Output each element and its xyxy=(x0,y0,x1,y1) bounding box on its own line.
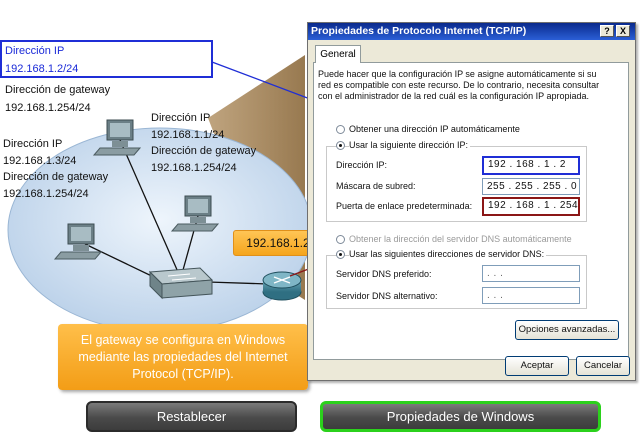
pc-right-icon xyxy=(170,195,220,232)
description-line-2: red es compatible con este recurso. De l… xyxy=(318,80,600,90)
default-gateway-label: Puerta de enlace predeterminada: xyxy=(336,201,473,211)
pc-top-ip-label: Dirección IP xyxy=(151,112,211,124)
pc-left-ip-value: 192.168.1.3/24 xyxy=(3,155,77,167)
reset-button[interactable]: Restablecer xyxy=(86,401,297,432)
cancel-button[interactable]: Cancelar xyxy=(576,356,630,376)
preferred-dns-label: Servidor DNS preferido: xyxy=(336,269,432,279)
gateway-label: Dirección de gateway xyxy=(5,84,111,96)
info-note: El gateway se configura en Windows media… xyxy=(58,324,308,390)
radio-manual-ip[interactable] xyxy=(336,141,345,150)
description-line-3: con el administrador de la red cuál es l… xyxy=(318,91,589,101)
preferred-dns-field[interactable]: . . . xyxy=(482,265,580,282)
tcpip-properties-dialog: Propiedades de Protocolo Internet (TCP/I… xyxy=(307,22,636,381)
radio-auto-dns[interactable] xyxy=(336,235,345,244)
radio-auto-ip[interactable] xyxy=(336,125,345,134)
ip-label: Dirección IP xyxy=(5,45,65,57)
radio-auto-dns-label: Obtener la dirección del servidor DNS au… xyxy=(349,234,572,244)
radio-manual-dns[interactable] xyxy=(336,250,345,259)
pc-left-gateway-value: 192.168.1.254/24 xyxy=(3,188,89,200)
accept-button[interactable]: Aceptar xyxy=(505,356,569,376)
switch-icon xyxy=(148,267,214,300)
note-line-1: El gateway se configura en Windows xyxy=(80,332,286,347)
description-line-1: Puede hacer que la configuración IP se a… xyxy=(318,69,597,79)
pc-left-icon xyxy=(53,223,103,260)
ip-address-field[interactable]: 192 . 168 . 1 . 2 xyxy=(482,156,580,175)
alternate-dns-label: Servidor DNS alternativo: xyxy=(336,291,438,301)
ip-address-label: Dirección IP: xyxy=(336,160,388,170)
pc-top-ip-value: 192.168.1.1/24 xyxy=(151,129,225,141)
pc-top-gateway-value: 192.168.1.254/24 xyxy=(151,162,237,174)
pc-top-gateway-label: Dirección de gateway xyxy=(151,145,257,157)
dialog-titlebar: Propiedades de Protocolo Internet (TCP/I… xyxy=(308,23,635,40)
ip-highlight-box xyxy=(0,40,213,78)
radio-auto-ip-label: Obtener una dirección IP automáticamente xyxy=(349,124,520,134)
default-gateway-field[interactable]: 192 . 168 . 1 . 254 xyxy=(482,197,580,216)
alternate-dns-field[interactable]: . . . xyxy=(482,287,580,304)
tab-general[interactable]: General xyxy=(315,45,361,63)
subnet-mask-field[interactable]: 255 . 255 . 255 . 0 xyxy=(482,178,580,195)
pc-left-ip-label: Dirección IP xyxy=(3,138,63,150)
gateway-value: 192.168.1.254/24 xyxy=(5,102,91,114)
advanced-options-button[interactable]: Opciones avanzadas... xyxy=(515,320,619,340)
note-line-3: Protocol (TCP/IP). xyxy=(132,366,234,381)
dialog-title: Propiedades de Protocolo Internet (TCP/I… xyxy=(311,25,527,37)
windows-properties-button[interactable]: Propiedades de Windows xyxy=(320,401,601,432)
router-icon xyxy=(262,271,302,301)
close-button[interactable]: X xyxy=(616,25,630,37)
note-line-2: mediante las propiedades del Internet xyxy=(78,349,288,364)
pc-top-icon xyxy=(92,119,142,156)
radio-manual-ip-label: Usar la siguiente dirección IP: xyxy=(349,140,471,151)
help-button[interactable]: ? xyxy=(600,25,614,37)
subnet-mask-label: Máscara de subred: xyxy=(336,181,416,191)
general-tab-panel: Puede hacer que la configuración IP se a… xyxy=(313,62,629,360)
radio-manual-dns-label: Usar las siguientes direcciones de servi… xyxy=(349,249,547,260)
ip-value: 192.168.1.2/24 xyxy=(5,63,79,75)
pc-left-gateway-label: Dirección de gateway xyxy=(3,171,109,183)
